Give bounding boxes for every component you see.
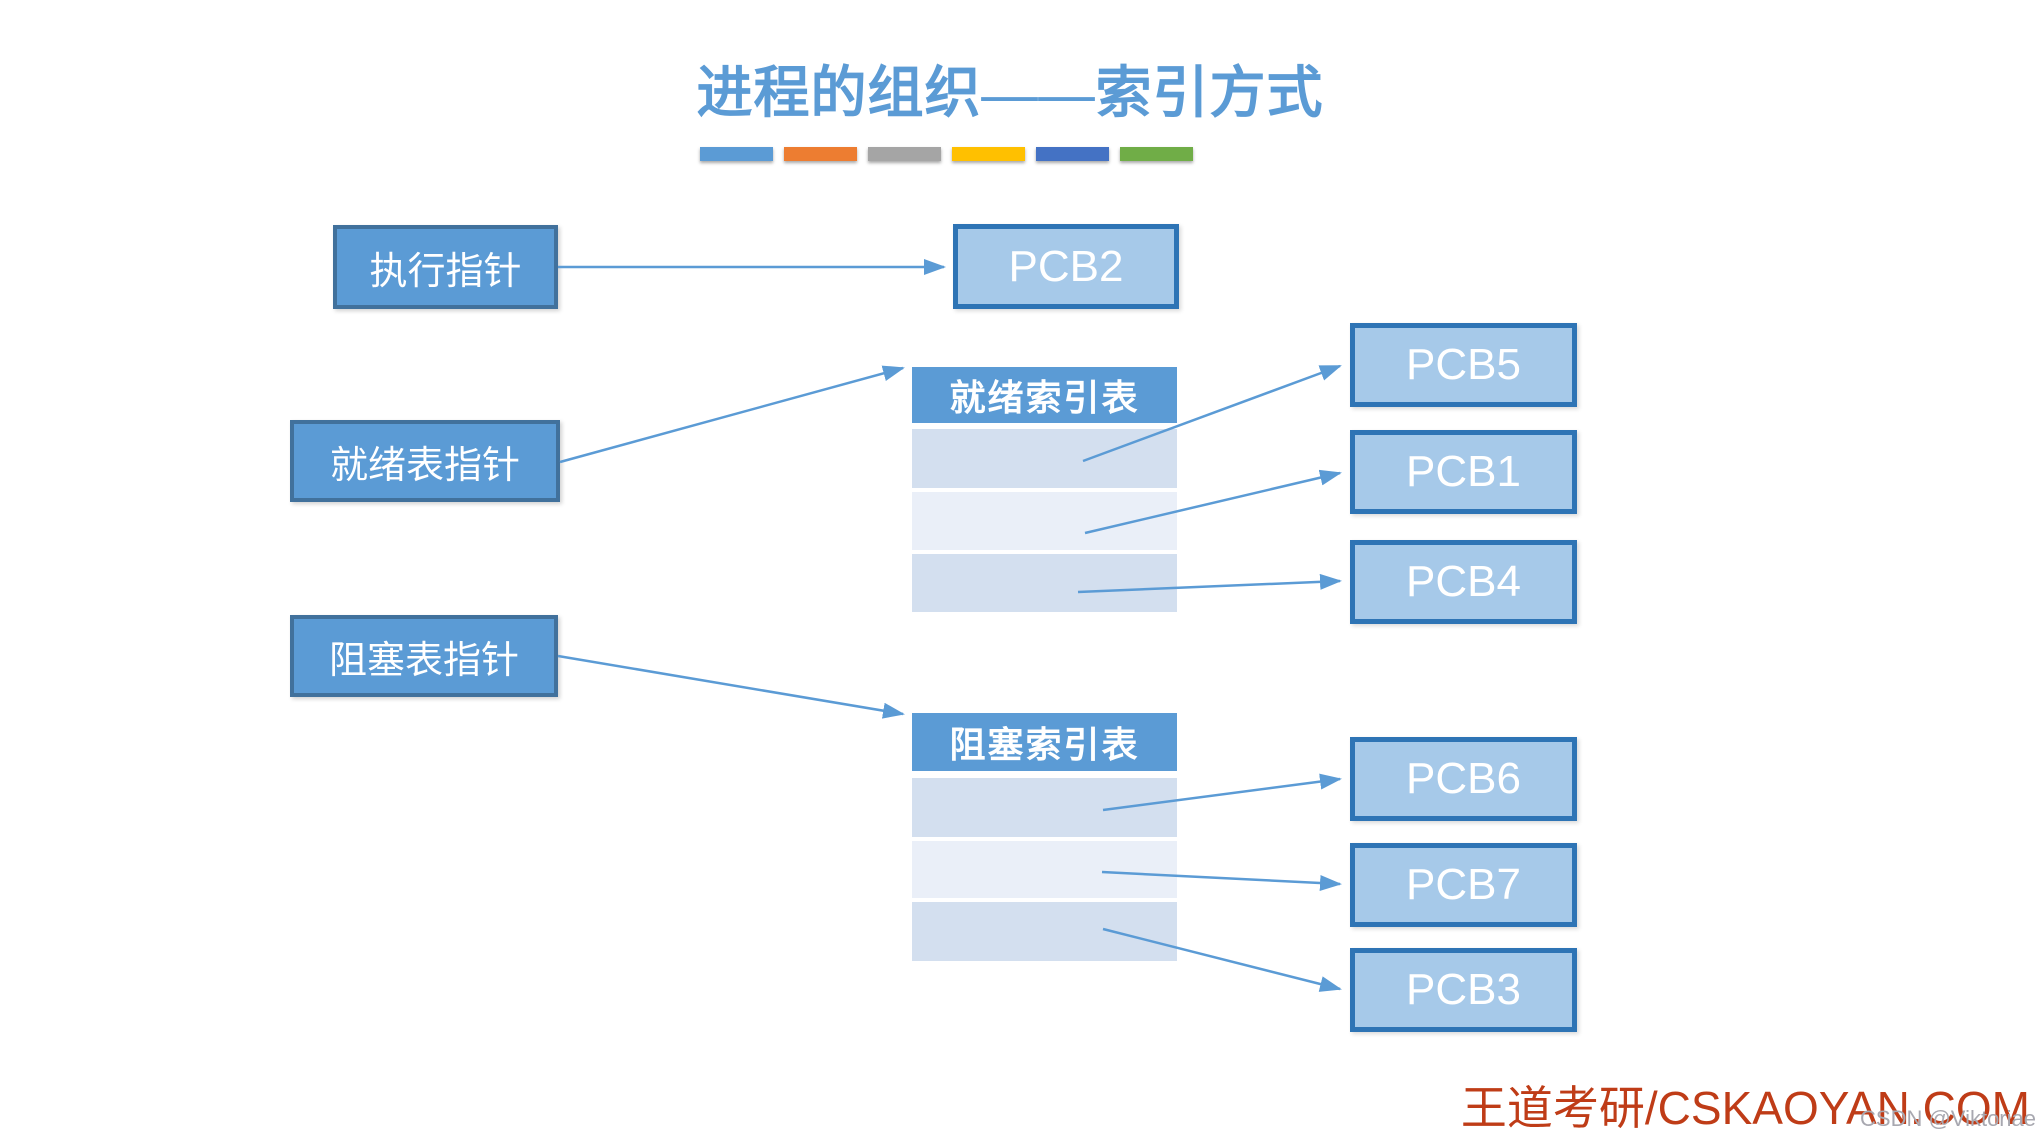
watermark-signature: CSDN @Viktoriae xyxy=(1860,1106,2036,1131)
ready-index-row-3 xyxy=(912,554,1177,612)
accent-bar-green xyxy=(1120,147,1193,161)
pcb5-box: PCB5 xyxy=(1350,323,1577,407)
blocked-index-row-2 xyxy=(912,841,1177,898)
ready-index-row-2 xyxy=(912,492,1177,550)
accent-bars xyxy=(700,147,1193,161)
pcb2-box: PCB2 xyxy=(953,224,1179,309)
ready-index-row-1 xyxy=(912,429,1177,488)
page-title: 进程的组织——索引方式 xyxy=(696,63,1324,125)
accent-bar-orange xyxy=(784,147,857,161)
accent-bar-indigo xyxy=(1036,147,1109,161)
pcb1-box: PCB1 xyxy=(1350,430,1577,514)
pcb4-box: PCB4 xyxy=(1350,540,1577,624)
pcb7-box: PCB7 xyxy=(1350,843,1577,927)
blocked-list-pointer-box: 阻塞表指针 xyxy=(290,615,558,697)
ready-index-table: 就绪索引表 xyxy=(912,367,1177,612)
accent-bar-gray xyxy=(868,147,941,161)
pcb3-box: PCB3 xyxy=(1350,948,1577,1032)
exec-pointer-box: 执行指针 xyxy=(333,225,558,309)
accent-bar-blue xyxy=(700,147,773,161)
watermark-brand: 王道考研/CSKAOYAN.COM xyxy=(1460,1082,2030,1134)
ready-list-pointer-box: 就绪表指针 xyxy=(290,420,560,502)
blocked-index-row-1 xyxy=(912,778,1177,837)
pcb6-box: PCB6 xyxy=(1350,737,1577,821)
ready-index-table-header: 就绪索引表 xyxy=(912,367,1177,423)
blocked-index-table-header: 阻塞索引表 xyxy=(912,713,1177,771)
blocked-index-row-3 xyxy=(912,902,1177,961)
arrow-ready-pointer-to-table-icon xyxy=(559,365,905,464)
accent-bar-gold xyxy=(952,147,1025,161)
arrow-blocked-pointer-to-table-icon xyxy=(557,654,905,719)
blocked-index-table: 阻塞索引表 xyxy=(912,713,1177,961)
